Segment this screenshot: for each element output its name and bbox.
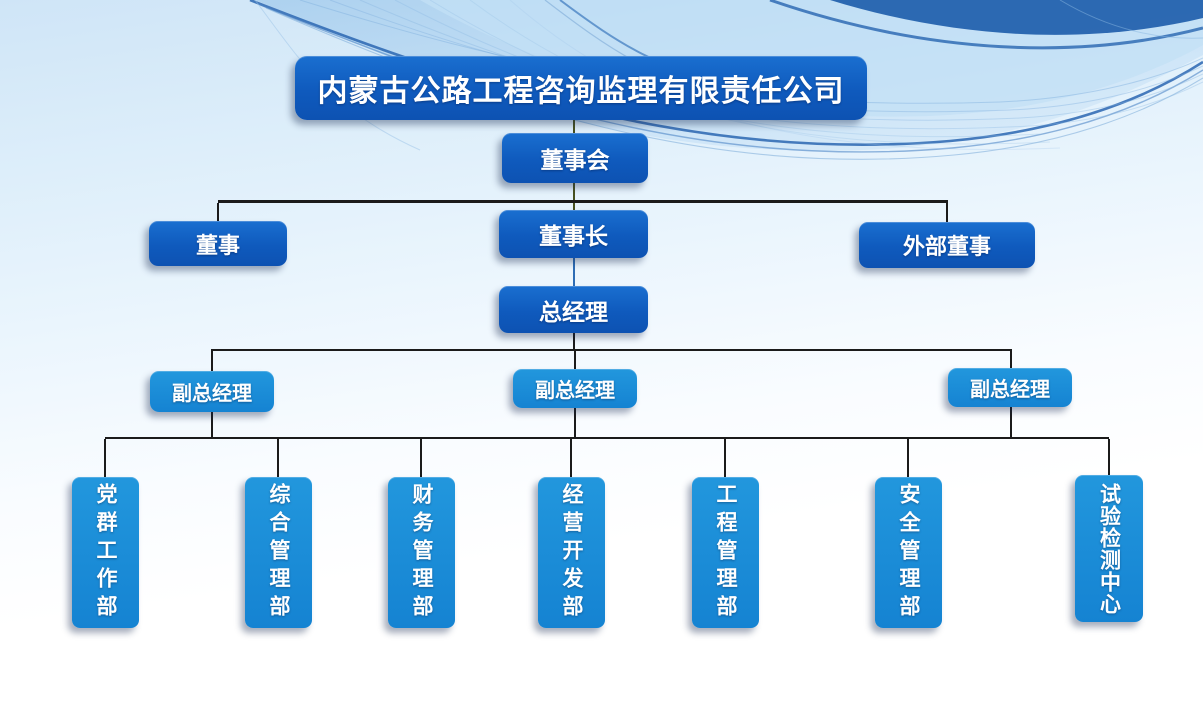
connector-deputy1-drop bbox=[211, 351, 213, 371]
dept-node-engineering-management: 工程管理部 bbox=[692, 477, 759, 628]
connector-dept-drop bbox=[724, 439, 726, 477]
connector-row3-horizontal bbox=[105, 437, 1109, 439]
external-director-node: 外部董事 bbox=[859, 222, 1035, 268]
company-title-node: 内蒙古公路工程咨询监理有限责任公司 bbox=[295, 56, 867, 120]
deputy-gm-label: 副总经理 bbox=[535, 378, 615, 402]
dept-label: 试验检测中心 bbox=[1097, 482, 1122, 615]
dept-label: 安全管理部 bbox=[897, 482, 921, 623]
deputy-gm-label: 副总经理 bbox=[970, 377, 1050, 401]
connector-dept-drop bbox=[1108, 439, 1110, 475]
deputy-gm-node-1: 副总经理 bbox=[150, 371, 274, 412]
chairman-node: 董事长 bbox=[499, 210, 648, 258]
connector-chairman-drop bbox=[573, 203, 575, 211]
connector-dept-drop bbox=[277, 439, 279, 477]
director-label: 董事 bbox=[195, 233, 240, 259]
connector-row2-horizontal bbox=[211, 349, 1012, 351]
director-node: 董事 bbox=[149, 221, 287, 266]
general-manager-label: 总经理 bbox=[539, 299, 608, 326]
dept-label: 财务管理部 bbox=[410, 482, 434, 623]
dept-node-business-development: 经营开发部 bbox=[538, 477, 605, 628]
dept-label: 党群工作部 bbox=[94, 482, 118, 623]
connector-external-drop bbox=[946, 203, 948, 222]
dept-label: 工程管理部 bbox=[714, 482, 738, 623]
connector-board-down bbox=[573, 183, 575, 201]
connector-deputy1-riser bbox=[211, 412, 213, 437]
deputy-gm-label: 副总经理 bbox=[172, 381, 252, 405]
dept-node-finance-management: 财务管理部 bbox=[388, 477, 455, 628]
connector-director-drop bbox=[217, 203, 219, 221]
dept-node-general-management: 综合管理部 bbox=[245, 477, 312, 628]
connector-deputy3-drop bbox=[1010, 351, 1012, 368]
dept-node-testing-center: 试验检测中心 bbox=[1075, 475, 1143, 622]
connector-dept-drop bbox=[570, 439, 572, 477]
chairman-label: 董事长 bbox=[539, 224, 608, 250]
dept-label: 经营开发部 bbox=[560, 482, 584, 623]
board-label: 董事会 bbox=[540, 148, 610, 174]
connector-chairman-gm bbox=[573, 258, 575, 286]
connector-deputy3-riser bbox=[1010, 407, 1012, 437]
connector-dept-drop bbox=[907, 439, 909, 477]
general-manager-node: 总经理 bbox=[499, 286, 648, 333]
connector-deputy2-drop bbox=[574, 351, 576, 369]
connector-title-board bbox=[573, 120, 575, 134]
dept-node-party-mass-work: 党群工作部 bbox=[72, 477, 139, 628]
board-node: 董事会 bbox=[502, 133, 648, 183]
connector-row1-horizontal bbox=[218, 200, 948, 203]
connector-deputy2-riser bbox=[574, 408, 576, 437]
connector-gm-down bbox=[573, 333, 575, 349]
dept-label: 综合管理部 bbox=[267, 482, 291, 623]
company-title-label: 内蒙古公路工程咨询监理有限责任公司 bbox=[317, 74, 845, 109]
deputy-gm-node-2: 副总经理 bbox=[513, 369, 637, 408]
deputy-gm-node-3: 副总经理 bbox=[948, 368, 1072, 407]
external-director-label: 外部董事 bbox=[902, 235, 991, 260]
connector-dept-drop bbox=[104, 439, 106, 477]
connector-dept-drop bbox=[420, 439, 422, 477]
dept-node-safety-management: 安全管理部 bbox=[875, 477, 942, 628]
